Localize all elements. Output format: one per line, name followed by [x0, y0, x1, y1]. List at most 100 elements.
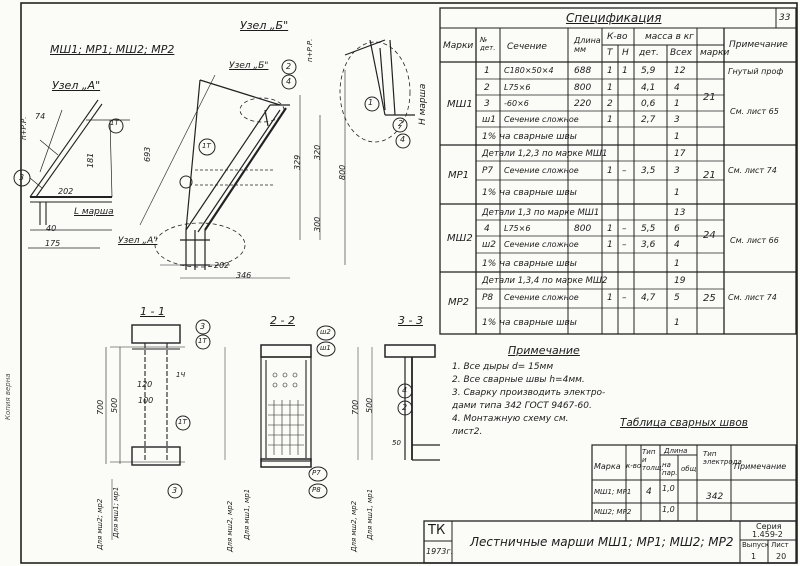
spec-cell-note: См. лист 74	[728, 166, 777, 175]
sec3-mark-2: 2	[402, 403, 408, 412]
spec-cell-section: С180×50×4	[504, 66, 554, 75]
spec-group-total: 25	[703, 293, 716, 304]
sec1-side-label-2: Для мш1; мр1	[112, 486, 120, 538]
note-item: 4. Монтажную схему см.	[452, 414, 569, 424]
spec-cell-section: 1% на сварные швы	[482, 318, 577, 328]
mark-1-node-b: 1	[368, 98, 374, 107]
n-marsha-label: Н марша	[418, 83, 428, 125]
section-2-2-title: 2 - 2	[270, 314, 295, 327]
sec1-mark-3: 3	[200, 322, 206, 331]
spec-cell-mass-det: 0,6	[641, 99, 656, 109]
spec-cell-mass-all: 3	[674, 166, 680, 176]
npr-node-a: п+Р.Р.	[20, 116, 28, 140]
mark-2-node-b: 2	[398, 119, 404, 128]
spec-cell-length: 220	[574, 99, 592, 109]
mark-2-main: 2	[286, 62, 292, 71]
spec-group-total: 21	[703, 92, 716, 103]
spec-cell-section: Сечение сложное	[504, 240, 579, 249]
spec-header-n: Н	[622, 48, 629, 58]
spec-cell-mass-det: 4,7	[641, 293, 656, 303]
spec-header-mass: масса в кг	[645, 32, 694, 42]
section-3-3-title: 3 - 3	[398, 314, 423, 327]
spec-cell-section: -60×6	[504, 99, 529, 108]
spec-cell-no: ш1	[482, 115, 496, 125]
spec-group-mark: МШ2	[447, 233, 473, 244]
spec-cell-mass-all: 4	[674, 83, 680, 93]
sheet-number: 33	[779, 13, 791, 23]
sheet-value: 20	[776, 552, 787, 561]
sec1-mark-1t: 1Т	[198, 337, 207, 345]
sec1-dim-500: 500	[110, 397, 119, 413]
spec-cell-mass-det: 3,6	[641, 240, 656, 250]
spec-cell-section: L75×6	[504, 224, 531, 233]
spec-cell-note: См. лист 65	[730, 107, 779, 116]
spec-cell-note: См. лист 66	[730, 236, 779, 245]
spec-cell-mass-all: 1	[674, 132, 680, 142]
spec-cell-note: Гнутый проф	[728, 67, 784, 76]
weld-row-tip: 4	[646, 487, 652, 497]
weld-row-na-par: 1,0	[662, 484, 675, 493]
spec-header-all: Всех	[670, 48, 692, 58]
dim-800: 800	[338, 164, 347, 180]
weld-header-note: Примечание	[734, 462, 787, 471]
spec-cell-mass-all: 6	[674, 224, 680, 234]
spec-group-mark: МР2	[448, 297, 470, 308]
spec-cell-n: –	[622, 293, 627, 303]
spec-cell-no: 4	[484, 224, 490, 234]
spec-cell-mass-all: 1	[674, 259, 680, 269]
mark-1t-node-a: 1Т	[110, 119, 119, 127]
spec-cell-length: 800	[574, 224, 592, 234]
spec-cell-t: 1	[607, 115, 613, 125]
mark-1t-main: 1Т	[202, 142, 211, 150]
sec2-mark-w1: ш1	[320, 344, 331, 352]
spec-cell-t: 1	[607, 83, 613, 93]
spec-cell-t: 1	[607, 293, 613, 303]
sec1-dim-120: 120	[137, 380, 153, 389]
spec-cell-section: Сечение сложное	[504, 166, 579, 175]
sec3-dim-700: 700	[351, 399, 360, 415]
note-item: лист2.	[452, 427, 483, 437]
spec-cell-section: Сечение сложное	[504, 293, 579, 302]
spec-cell-no: Р8	[482, 293, 494, 303]
dim-175: 175	[45, 239, 61, 248]
npr-node-b: п+Р.Р.	[306, 38, 314, 62]
weld-row-marka: МШ2; МР2	[594, 508, 632, 516]
issue-number: 1	[751, 552, 757, 561]
sec2-mark-p7: Р7	[312, 469, 321, 477]
spec-group-total: 21	[703, 170, 716, 181]
spec-cell-section: Детали 1,3,4 по марке МШ2	[482, 276, 608, 286]
spec-cell-mass-all: 4	[674, 240, 680, 250]
spec-cell-mass-det: 5,5	[641, 224, 656, 234]
drawing-title: Лестничные марши МШ1; МР1; МШ2; МР2	[470, 535, 734, 549]
spec-cell-section: 1% на сварные швы	[482, 132, 577, 142]
spec-cell-n: 1	[622, 66, 628, 76]
spec-cell-no: 3	[484, 99, 490, 109]
series-number: 1.459-2	[752, 530, 783, 539]
dim-300: 300	[313, 216, 322, 232]
spec-cell-note: См. лист 74	[728, 293, 777, 302]
spec-cell-t: 1	[607, 240, 613, 250]
spec-cell-length: 800	[574, 83, 592, 93]
sec1-dim-700: 700	[96, 399, 105, 415]
spec-cell-mass-det: 2,7	[641, 115, 656, 125]
spec-cell-mass-all: 19	[674, 276, 686, 286]
mark-3-node-a: 3	[19, 173, 25, 182]
dim-181: 181	[86, 152, 95, 168]
org-code: ТК	[428, 523, 446, 538]
spec-header-t: Т	[607, 48, 613, 58]
sec1-mark-1ch: 1Ч	[176, 371, 186, 379]
spec-cell-section: Сечение сложное	[504, 115, 579, 124]
spec-cell-section: Детали 1,3 по марке МШ1	[482, 208, 600, 218]
weld-row-na-par: 1,0	[662, 505, 675, 514]
weld-header-marka: Марка	[594, 462, 621, 471]
spec-cell-n: –	[622, 166, 627, 176]
issue-label: Выпуск	[742, 541, 770, 549]
node-b-title: Узел „Б"	[240, 19, 289, 32]
sec1-mark-1t-2: 1Т	[178, 418, 187, 426]
spec-cell-mass-det: 5,9	[641, 66, 656, 76]
mark-4-node-b: 4	[400, 135, 406, 144]
left-margin-stamp: Копия верна	[4, 373, 12, 420]
sec1-side-label-1: Для мш2; мр2	[96, 498, 104, 550]
spec-cell-n: –	[622, 240, 627, 250]
